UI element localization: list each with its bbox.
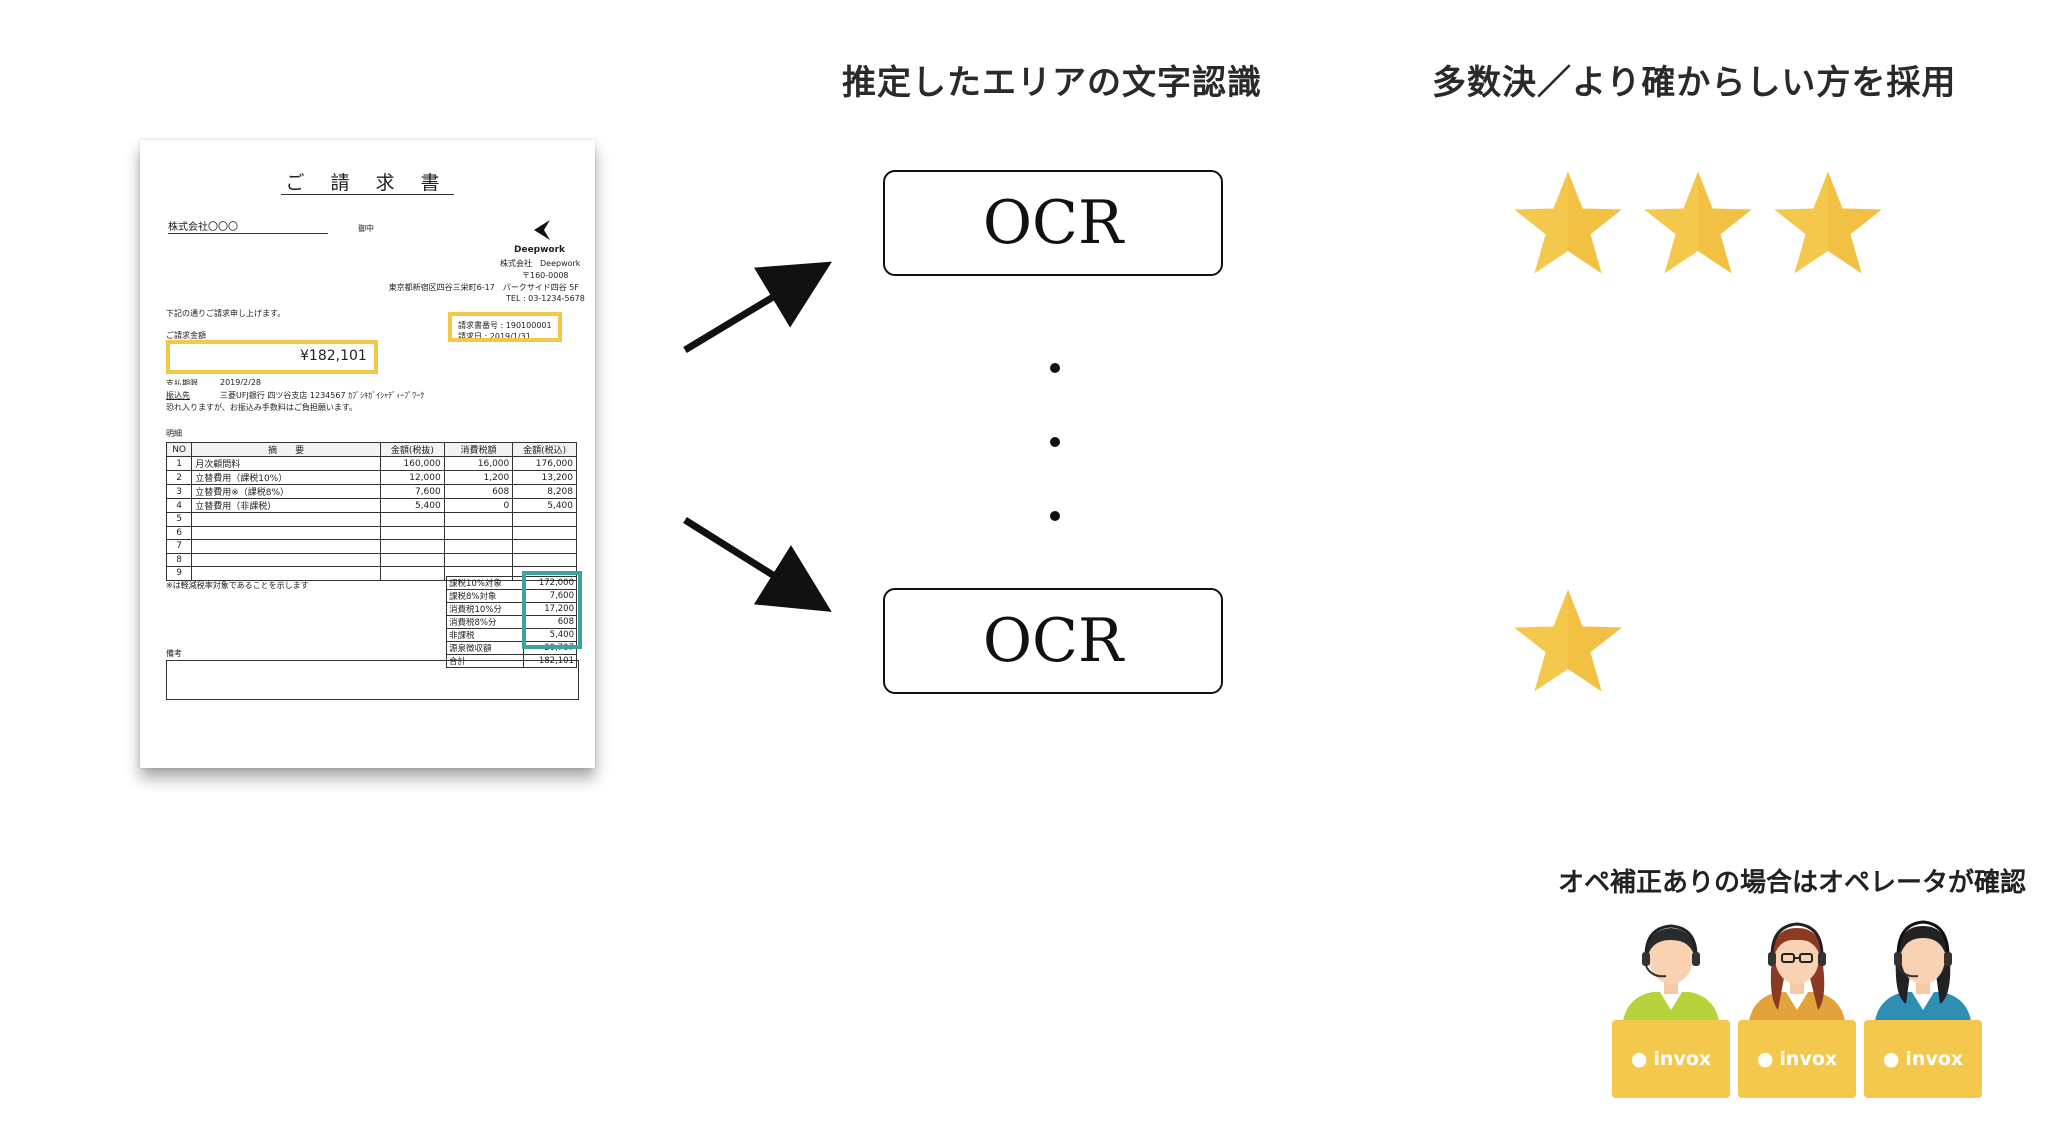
invoice-number-highlight [448, 312, 562, 342]
majority-vote-heading: 多数決／より確からしい方を採用 [1432, 63, 1957, 103]
company-logo-text: Deepwork [514, 245, 566, 255]
remarks-box [166, 660, 579, 700]
ocr-engine-bottom: OCR [883, 588, 1223, 694]
bank-value: 三菱UFJ銀行 四ツ谷支店 1234567 ｶﾌﾞｼｷｶﾞｲｼｬﾃﾞｨｰﾌﾟﾜｰ… [220, 391, 425, 400]
invoice-honorific: 御中 [358, 224, 374, 233]
deepwork-logo-icon [534, 220, 550, 240]
column-header: 消費税額 [443, 442, 514, 457]
column-header: 金額(税抜) [380, 442, 445, 457]
company-name: 株式会社 Deepwork [500, 259, 581, 268]
star-icon [1774, 171, 1882, 274]
star-icon [1514, 589, 1622, 692]
recognition-heading: 推定したエリアの文字認識 [842, 63, 1262, 103]
ellipsis-dot [1050, 437, 1060, 447]
ellipsis-dot [1050, 511, 1060, 521]
bank-label: 振込先 [166, 391, 190, 400]
due-label: 支払期限 [166, 379, 198, 385]
invoice-issue-date: 請求日 : 2019/1/31 [458, 332, 531, 338]
arrow-to-bottom-ocr [683, 517, 832, 612]
operator-avatar: ●invox [1612, 918, 1730, 1098]
table-row: 5 [165, 512, 577, 527]
star-icon [1514, 171, 1622, 274]
operator-person-icon [1622, 924, 1720, 1028]
amount-highlight [166, 340, 378, 374]
invoice-number: 請求書番号 : 190100001 [458, 321, 552, 330]
ocr-engine-top: OCR [883, 170, 1223, 276]
ellipsis-dot [1050, 363, 1060, 373]
column-header: 金額(税込) [512, 442, 577, 457]
laptop: ●invox [1738, 1020, 1856, 1098]
invoice-document: ご 請 求 書 株式会社〇〇〇 御中 Deepwork 株式会社 Deepwor… [140, 140, 595, 768]
operator-person-icon [1874, 920, 1972, 1028]
company-address: 東京都新宿区四谷三栄町6-17 パークサイド四谷 5F [388, 283, 579, 292]
details-label: 明細 [166, 429, 182, 438]
laptop: ●invox [1864, 1020, 1982, 1098]
operator-avatar: ●invox [1864, 918, 1982, 1098]
invoice-amount: ¥182,101 [300, 348, 367, 364]
company-tel: TEL : 03-1234-5678 [506, 294, 585, 303]
arrow-to-top-ocr [683, 261, 832, 353]
invoice-title: ご 請 求 書 [140, 168, 595, 195]
invoice-recipient: 株式会社〇〇〇 [168, 218, 328, 234]
laptop: ●invox [1612, 1020, 1730, 1098]
operator-person-icon [1748, 922, 1846, 1028]
remarks-label: 備考 [166, 649, 182, 658]
invoice-intro: 下記の通りご請求申し上げます。 [166, 309, 286, 318]
summary-values-highlight [522, 571, 582, 649]
operator-avatar: ●invox [1738, 918, 1856, 1098]
due-value: 2019/2/28 [220, 378, 262, 385]
star-icon [1644, 171, 1752, 274]
company-postal: 〒160-0008 [522, 271, 569, 280]
operator-note: オペ補正ありの場合はオペレータが確認 [1558, 868, 2027, 898]
amount-label: ご請求金額 [166, 331, 206, 340]
bank-note: 恐れ入りますが、お振込み手数料はご負担願います。 [166, 403, 358, 412]
reduced-tax-note: ※は軽減税率対象であることを示します [166, 581, 309, 590]
table-row: 8 [165, 552, 577, 567]
